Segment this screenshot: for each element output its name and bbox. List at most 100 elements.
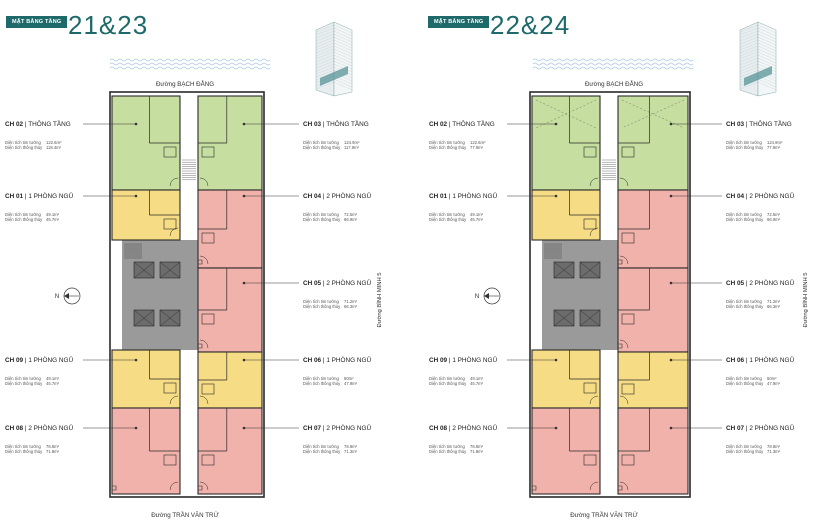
building-floor-line (333, 78, 353, 88)
area-net-value: 47.9m² (767, 381, 781, 386)
compass-arrow-icon (484, 293, 489, 299)
building-floor-line (739, 39, 759, 48)
building-floor-line (333, 33, 353, 43)
building-floor-line (315, 69, 335, 78)
area-gross-label: Diện tích tim tường (726, 140, 762, 145)
unit-title: CH 04 | 2 PHÒNG NGỦ (726, 191, 794, 200)
area-gross-label: Diện tích tim tường (5, 212, 41, 217)
area-net-label: Diện tích thông thủy (429, 217, 467, 222)
area-gross-value: 78.8m² (344, 444, 358, 449)
building-floor-line (757, 57, 777, 67)
building-floor-line (757, 60, 777, 70)
elevator-cross (553, 261, 575, 279)
bathroom-room (621, 383, 635, 395)
elevator-cross (579, 309, 601, 327)
bathroom-room (201, 383, 215, 395)
unit-title: CH 09 | 1 PHÒNG NGỦ (5, 355, 73, 364)
elevator-cross (553, 309, 575, 327)
balcony-notch (198, 343, 203, 349)
bathroom-room (163, 454, 177, 466)
bathroom-room (201, 146, 215, 158)
area-net-value: 71.3m² (767, 449, 781, 454)
unit-separator: | (321, 280, 326, 287)
unit-code: CH 09 (429, 357, 448, 364)
unit-separator: | (744, 193, 749, 200)
road-top-label: Đường BẠCH ĐẰNG (585, 80, 643, 88)
area-gross-label: Diện tích tim tường (5, 140, 41, 145)
unit-type: 1 PHÒNG NGỦ (326, 355, 371, 364)
building-floor-line (315, 48, 335, 57)
area-net-value: 118.4m² (46, 145, 62, 150)
building-floor-line (333, 30, 353, 40)
area-net-value: 117.9m² (344, 145, 360, 150)
unit-label-ch-04: CH 04 | 2 PHÒNG NGỦ Diện tích tim tường 72… (669, 191, 794, 222)
bathroom-room (621, 146, 635, 158)
bathroom-room (201, 232, 215, 244)
area-gross-value: 49.1m² (470, 212, 484, 217)
leader-dot (242, 358, 246, 362)
area-net-label: Diện tích thông thủy (303, 381, 341, 386)
road-side-label: Đường BÌNH MINH 5 (376, 272, 383, 327)
unit-code: CH 06 (303, 357, 322, 364)
area-net-value: 71.8m² (470, 449, 484, 454)
area-net-label: Diện tích thông thủy (303, 304, 341, 309)
leader-dot (669, 122, 673, 126)
area-net-value: 71.8m² (46, 449, 60, 454)
building-floor-line (739, 60, 759, 69)
floor-badge: MẶT BẰNG TẦNG (6, 16, 68, 28)
unit-separator: | (744, 280, 749, 287)
area-gross-value: 72.5m² (767, 212, 781, 217)
balcony-notch (198, 485, 203, 491)
area-gross-value: 71.2m² (344, 299, 358, 304)
area-gross-value: 49.1m² (46, 376, 60, 381)
door-swing (619, 339, 629, 349)
building-floor-line (739, 57, 759, 66)
compass-arrow-icon (64, 293, 69, 299)
unit-code: CH 08 (5, 425, 24, 432)
unit-type: 2 PHÒNG NGỦ (452, 423, 497, 432)
area-gross-label: Diện tích tim tường (429, 444, 465, 449)
unit-type: 2 PHÒNG NGỦ (749, 191, 794, 200)
unit-separator: | (321, 425, 326, 432)
area-gross-label: Diện tích tim tường (726, 212, 762, 217)
building-floor-line (757, 54, 777, 64)
balcony-notch (112, 485, 117, 491)
building-floor-line (739, 48, 759, 57)
unit-separator: | (744, 357, 749, 364)
area-gross-value: 124.9m² (344, 140, 360, 145)
floor-number-title: 21&23 (68, 10, 149, 40)
unit-title: CH 08 | 2 PHÒNG NGỦ (5, 423, 73, 432)
area-net-label: Diện tích thông thủy (303, 449, 341, 454)
area-gross-label: Diện tích tim tường (303, 140, 339, 145)
area-gross-label: Diện tích tim tường (429, 376, 465, 381)
unit-code: CH 01 (429, 193, 448, 200)
area-gross-label: Diện tích tim tường (429, 212, 465, 217)
bathroom-room (621, 232, 635, 244)
area-net-label: Diện tích thông thủy (429, 381, 467, 386)
building-floor-line (757, 48, 777, 58)
area-net-label: Diện tích thông thủy (726, 381, 764, 386)
unit-title: CH 01 | 1 PHÒNG NGỦ (429, 191, 497, 200)
area-net-value: 66.9m² (344, 217, 358, 222)
door-swing (619, 395, 629, 405)
building-floor-line (315, 81, 335, 90)
unit-title: CH 05 | 2 PHÒNG NGỦ (303, 278, 371, 287)
building-floor-line (315, 39, 335, 48)
area-gross-label: Diện tích tim tường (726, 444, 762, 449)
building-floor-line (739, 54, 759, 63)
door-swing (169, 481, 179, 491)
building-floor-line (757, 42, 777, 52)
unit-code: CH 01 (5, 193, 24, 200)
building-outline (109, 91, 265, 498)
door-swing (589, 395, 599, 405)
building-floor-line (739, 36, 759, 45)
water-wave-line (532, 62, 694, 66)
door-swing (619, 481, 629, 491)
